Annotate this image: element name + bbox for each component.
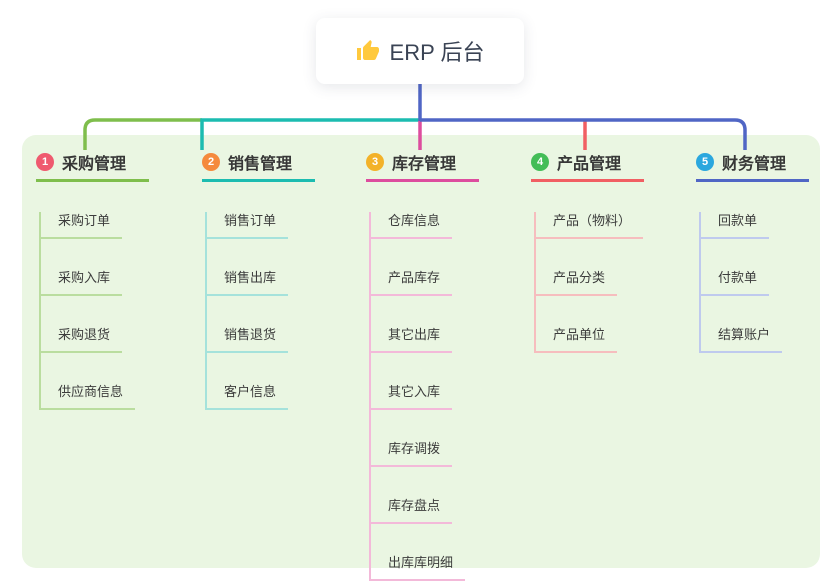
branch-sales-management: 2 销售管理 销售订单 销售出库 销售退货 客户信息: [202, 150, 315, 410]
topic-purchase-return[interactable]: 采购退货: [41, 326, 123, 353]
badge-3-icon: 3: [366, 153, 384, 171]
root-topic-erp-backend[interactable]: ERP 后台: [316, 18, 524, 84]
branch-children: 仓库信息 产品库存 其它出库 其它入库 库存调拨 库存盘点 出库库明细: [369, 212, 479, 581]
topic-warehouse-info[interactable]: 仓库信息: [371, 212, 453, 239]
topic-receipt-bill[interactable]: 回款单: [701, 212, 770, 239]
branch-purchase-management: 1 采购管理 采购订单 采购入库 采购退货 供应商信息: [36, 150, 149, 410]
topic-product-unit[interactable]: 产品单位: [536, 326, 618, 353]
topic-purchase-inbound[interactable]: 采购入库: [41, 269, 123, 296]
branch-title-sales[interactable]: 2 销售管理: [202, 150, 315, 182]
badge-5-icon: 5: [696, 153, 714, 171]
branch-title-label: 财务管理: [722, 156, 787, 173]
topic-other-outbound[interactable]: 其它出库: [371, 326, 453, 353]
branch-product-management: 4 产品管理 产品（物料） 产品分类 产品单位: [531, 150, 644, 353]
branch-children: 回款单 付款单 结算账户: [699, 212, 809, 353]
badge-2-icon: 2: [202, 153, 220, 171]
topic-supplier-info[interactable]: 供应商信息: [41, 383, 136, 410]
topic-other-inbound[interactable]: 其它入库: [371, 383, 453, 410]
topic-purchase-order[interactable]: 采购订单: [41, 212, 123, 239]
branch-title-product[interactable]: 4 产品管理: [531, 150, 644, 182]
branch-title-purchase[interactable]: 1 采购管理: [36, 150, 149, 182]
topic-outbound-detail[interactable]: 出库库明细: [371, 554, 466, 581]
topic-stock-transfer[interactable]: 库存调拨: [371, 440, 453, 467]
branch-children: 产品（物料） 产品分类 产品单位: [534, 212, 644, 353]
branch-inventory-management: 3 库存管理 仓库信息 产品库存 其它出库 其它入库 库存调拨 库存盘点 出库库…: [366, 150, 479, 581]
branch-finance-management: 5 财务管理 回款单 付款单 结算账户: [696, 150, 809, 353]
branch-title-label: 采购管理: [62, 156, 127, 173]
branch-title-finance[interactable]: 5 财务管理: [696, 150, 809, 182]
topic-sales-return[interactable]: 销售退货: [207, 326, 289, 353]
topic-sales-outbound[interactable]: 销售出库: [207, 269, 289, 296]
topic-customer-info[interactable]: 客户信息: [207, 383, 289, 410]
topic-settlement-account[interactable]: 结算账户: [701, 326, 783, 353]
topic-product-category[interactable]: 产品分类: [536, 269, 618, 296]
root-topic-label: ERP 后台: [389, 40, 485, 65]
topic-product-stock[interactable]: 产品库存: [371, 269, 453, 296]
thumbs-up-icon: [356, 39, 380, 63]
badge-1-icon: 1: [36, 153, 54, 171]
badge-4-icon: 4: [531, 153, 549, 171]
branch-title-inventory[interactable]: 3 库存管理: [366, 150, 479, 182]
topic-stock-taking[interactable]: 库存盘点: [371, 497, 453, 524]
branch-title-label: 产品管理: [557, 156, 622, 173]
topic-payment-bill[interactable]: 付款单: [701, 269, 770, 296]
branch-children: 采购订单 采购入库 采购退货 供应商信息: [39, 212, 149, 410]
topic-product-material[interactable]: 产品（物料）: [536, 212, 644, 239]
branch-title-label: 销售管理: [228, 156, 293, 173]
branch-children: 销售订单 销售出库 销售退货 客户信息: [205, 212, 315, 410]
branch-title-label: 库存管理: [392, 156, 457, 173]
topic-sales-order[interactable]: 销售订单: [207, 212, 289, 239]
